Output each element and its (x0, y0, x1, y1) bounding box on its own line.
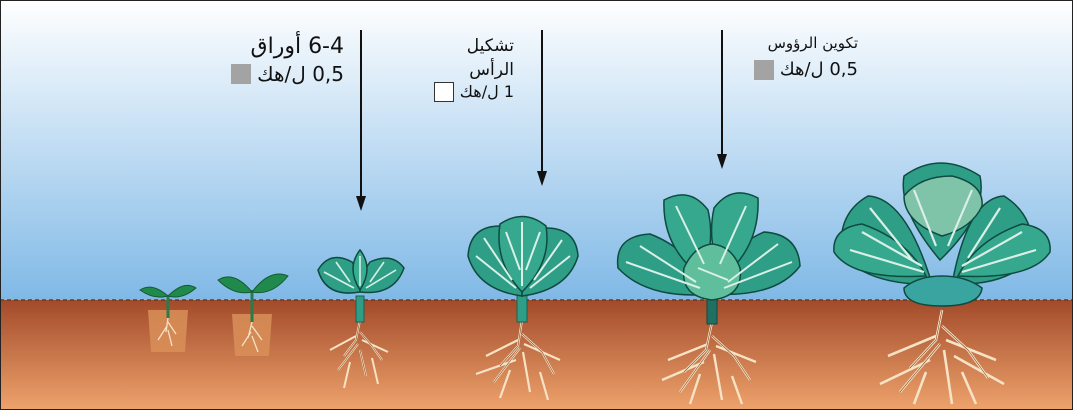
white-swatch-icon (434, 82, 454, 102)
stage-label-leaves: 6-4 أوراق 0,5 ل/هك (231, 34, 344, 86)
dose-rate: 1 ل/هك (434, 82, 514, 102)
dose-text: 0,5 ل/هك (257, 62, 344, 86)
stage-title-line2: الرأس (434, 60, 514, 80)
dose-text: 1 ل/هك (460, 82, 514, 101)
stage-label-heads-development: تكوين الرؤوس 0,5 ل/هك (754, 34, 858, 81)
dose-rate: 0,5 ل/هك (754, 59, 858, 81)
stage-label-head-formation: تشكيل الرأس 1 ل/هك (434, 36, 514, 102)
stage-title: تشكيل (434, 36, 514, 56)
stage-title: تكوين الرؤوس (754, 34, 858, 52)
gray-swatch-icon (231, 64, 251, 84)
gray-swatch-icon (754, 60, 774, 80)
dose-rate: 0,5 ل/هك (231, 62, 344, 86)
stage-title: 6-4 أوراق (231, 34, 344, 60)
dose-text: 0,5 ل/هك (780, 59, 858, 81)
